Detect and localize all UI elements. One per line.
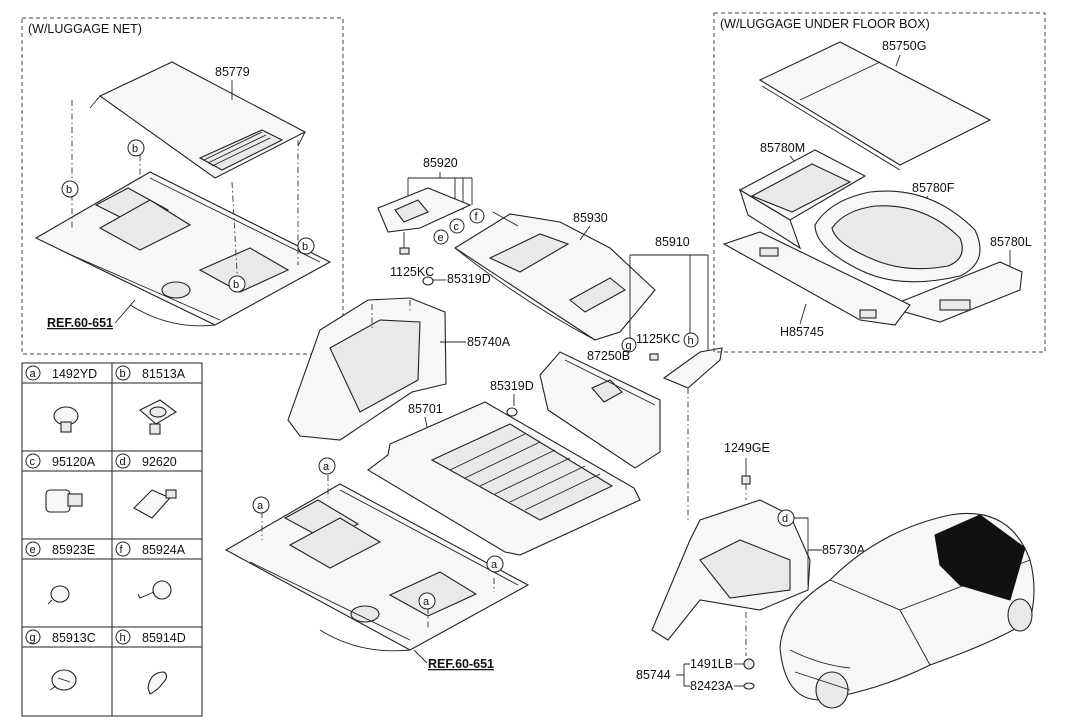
label-1125KC-right: 1125KC [636,332,680,346]
svg-text:1492YD: 1492YD [52,367,97,381]
svg-text:95120A: 95120A [52,455,96,469]
panel-H85745 [722,231,911,326]
svg-text:b: b [120,368,126,380]
luggage-net-header: (W/LUGGAGE NET) [28,22,142,36]
label-82423A: 82423A [690,679,734,693]
legend-cell-c: c 95120A [25,453,96,513]
callout-b-3: b [297,237,315,255]
under-floor-header: (W/LUGGAGE UNDER FLOOR BOX) [720,17,930,31]
car-illustration [779,512,1035,709]
label-85319D-mid: 85319D [490,379,534,393]
ref-top: REF.60-651 [47,316,113,330]
label-85744: 85744 [636,668,671,682]
label-85750G: 85750G [882,39,926,53]
label-85780M: 85780M [760,141,805,155]
legend-cell-e: e 85923E [25,541,95,605]
trim-85740A [287,297,447,441]
svg-text:d: d [120,456,126,468]
tray-85930 [453,213,656,341]
label-1125KC-left: 1125KC [390,265,434,279]
svg-text:e: e [30,544,36,556]
callout-a-2: a [252,496,270,514]
ref-bottom: REF.60-651 [428,657,494,671]
svg-text:b: b [132,143,138,155]
label-H85745: H85745 [780,325,824,339]
label-85701: 85701 [408,402,443,416]
callout-b-4: b [228,275,246,293]
svg-text:81513A: 81513A [142,367,186,381]
svg-text:g: g [626,340,632,352]
svg-text:f: f [120,544,124,556]
legend-cell-f: f 85924A [115,541,186,600]
under-floor-box [713,12,1046,353]
mat-85701 [367,401,641,556]
svg-text:h: h [688,335,694,347]
svg-text:b: b [302,241,308,253]
label-85779: 85779 [215,65,250,79]
box-85780M [738,149,867,250]
label-85930: 85930 [573,211,608,225]
legend-table [21,362,203,717]
svg-text:a: a [423,596,430,608]
svg-text:b: b [66,184,72,196]
legend-cell-h: h 85914D [115,629,186,695]
callout-a-1: a [318,457,336,475]
legend-cell-g: g 85913C [25,629,96,691]
legend-cell-b: b 81513A [115,365,186,435]
callout-h: h [683,332,699,348]
svg-text:g: g [30,632,36,644]
callout-b-1: b [127,139,145,157]
svg-text:85914D: 85914D [142,631,186,645]
svg-text:a: a [491,559,498,571]
callout-c: c [449,218,465,234]
floor-pan-bottom [224,483,530,652]
floor-pan-top [34,171,332,327]
label-87250B: 87250B [587,349,630,363]
label-1249GE: 1249GE [724,441,770,455]
label-85780F: 85780F [912,181,955,195]
legend-cell-a: a 1492YD [25,365,97,433]
label-85730A: 85730A [822,543,866,557]
label-1491LB: 1491LB [690,657,733,671]
callout-f: f [469,208,485,224]
callout-g: g [621,337,637,353]
label-85910: 85910 [655,235,690,249]
label-85740A: 85740A [467,335,511,349]
svg-text:92620: 92620 [142,455,177,469]
callout-a-4: a [418,592,436,610]
luggage-net-part [89,61,307,179]
bracket-85910 [662,347,723,389]
svg-text:a: a [30,368,37,380]
tray-85780F [814,190,981,283]
svg-text:a: a [323,461,330,473]
svg-text:d: d [782,513,788,525]
floor-board-85750G [758,41,992,171]
trim-85730A [651,499,811,641]
trim-87250B [539,351,661,469]
callout-b-2: b [61,180,79,198]
svg-text:85923E: 85923E [52,543,95,557]
legend-cell-d: d 92620 [115,453,177,519]
svg-text:c: c [454,221,460,233]
label-85920: 85920 [423,156,458,170]
svg-text:c: c [30,456,36,468]
svg-text:h: h [120,632,126,644]
callout-a-3: a [486,555,504,573]
svg-text:85913C: 85913C [52,631,96,645]
callout-d: d [777,509,795,527]
svg-text:85924A: 85924A [142,543,186,557]
label-85319D-top: 85319D [447,272,491,286]
callout-e: e [433,229,449,245]
bracket-85920 [377,187,472,233]
svg-text:f: f [475,211,479,223]
svg-text:e: e [438,232,444,244]
svg-text:b: b [233,279,239,291]
svg-text:a: a [257,500,264,512]
label-85780L: 85780L [990,235,1032,249]
